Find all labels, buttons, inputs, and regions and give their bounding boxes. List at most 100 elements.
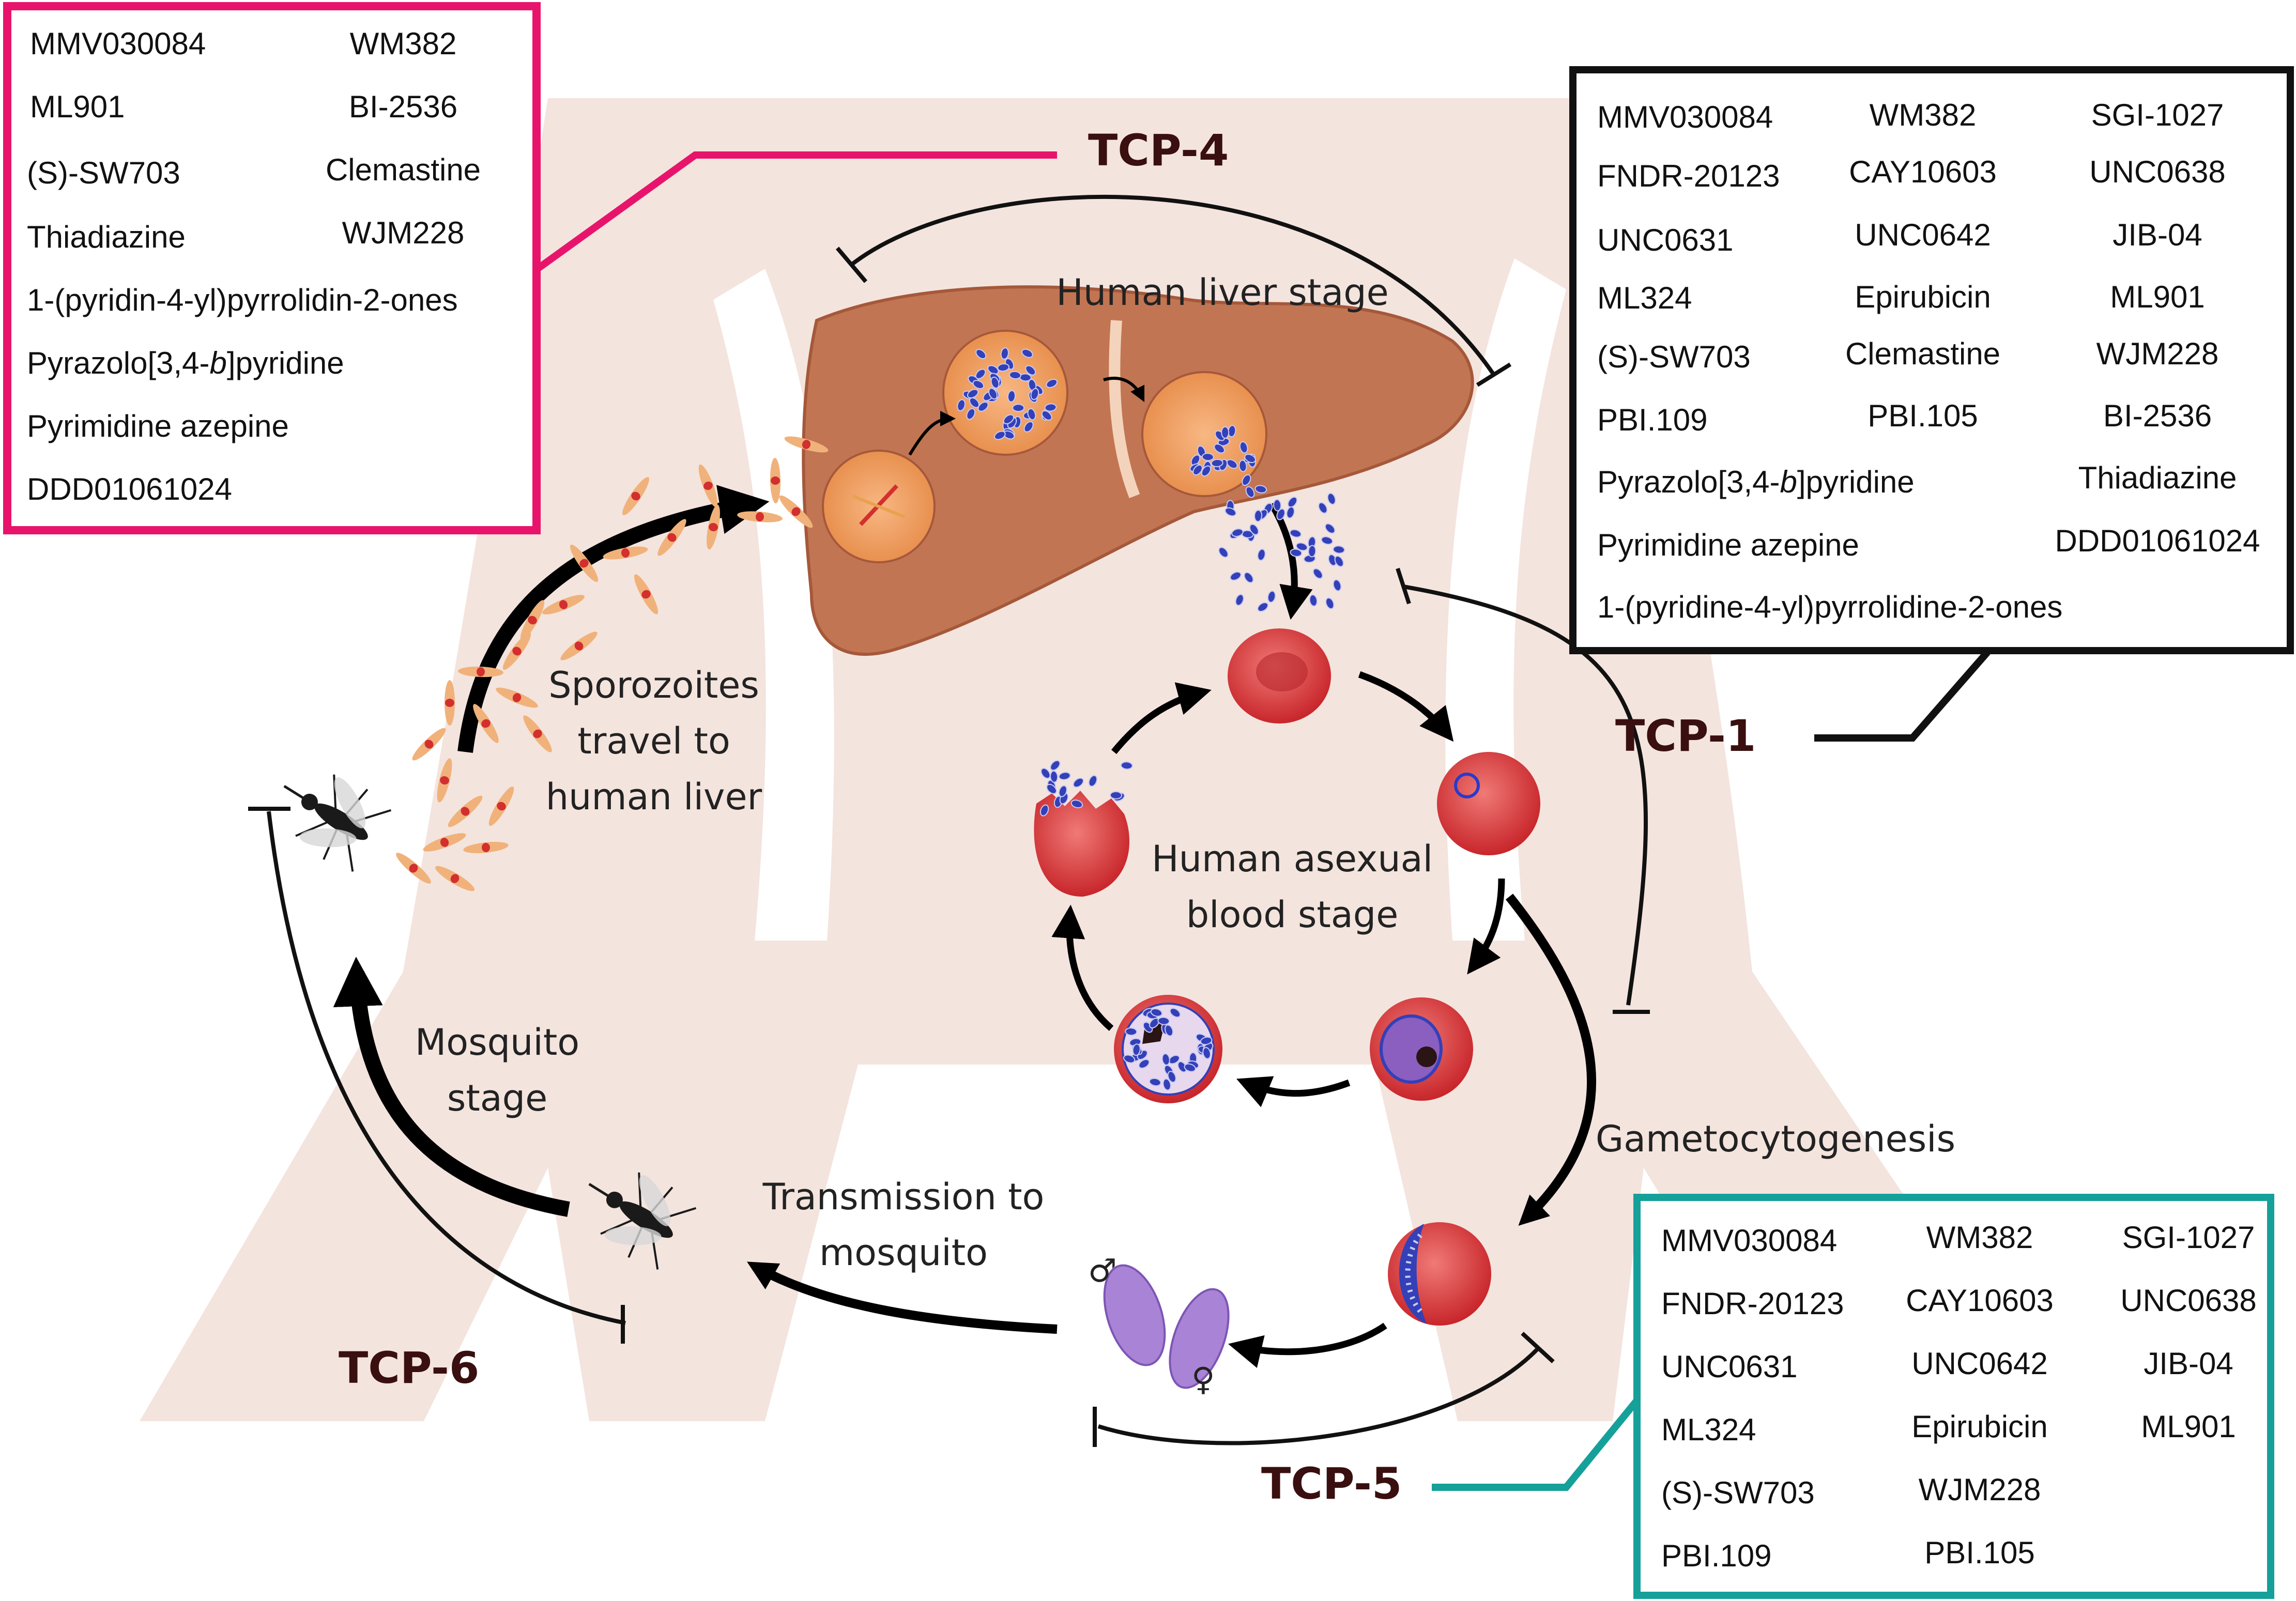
compound-name: Thiadiazine bbox=[2078, 460, 2237, 495]
merozoite bbox=[1318, 502, 1328, 514]
merozoite bbox=[1254, 510, 1263, 522]
compound-name: BI-2536 bbox=[348, 89, 458, 124]
merozoite-cluster bbox=[957, 347, 1345, 612]
sporozoite-nucleus bbox=[481, 719, 491, 728]
merozoite bbox=[1249, 524, 1259, 535]
merozoite bbox=[1257, 548, 1266, 561]
merozoite bbox=[1289, 529, 1302, 538]
compound-name: WM382 bbox=[349, 26, 457, 61]
compound-name: WJM228 bbox=[2096, 336, 2219, 371]
merozoite bbox=[1312, 568, 1323, 579]
compound-name: WM382 bbox=[1869, 98, 1977, 132]
sporozoite-nucleus bbox=[512, 693, 522, 702]
merozoite bbox=[1125, 1027, 1138, 1036]
mosquito-stage-arrow bbox=[333, 957, 570, 1217]
tcp5-label: TCP-5 bbox=[1261, 1458, 1402, 1509]
merozoite bbox=[1218, 547, 1229, 558]
sporozoite-travel-arrow bbox=[457, 485, 770, 753]
compound-name: Pyrazolo[3,4-b]pyridine bbox=[27, 345, 344, 381]
tcp4-compound-box: MMV030084 WM382 ML901 BI-2536 (S)-SW703 … bbox=[3, 2, 541, 534]
merozoite bbox=[1214, 443, 1225, 454]
sporozoite-nucleus bbox=[409, 864, 418, 873]
tcp1-label: TCP-1 bbox=[1615, 711, 1756, 761]
compound-name: Clemastine bbox=[1845, 336, 2001, 371]
compound-name: UNC0642 bbox=[1911, 1346, 2048, 1381]
merozoite bbox=[1239, 441, 1248, 454]
sporozoite-nucleus bbox=[771, 476, 780, 485]
merozoite bbox=[987, 365, 999, 375]
merozoite bbox=[1058, 772, 1071, 780]
merozoite bbox=[975, 349, 987, 360]
merozoite bbox=[1211, 458, 1223, 468]
sporozoite-nucleus bbox=[528, 615, 537, 625]
label-line: Gametocytogenesis bbox=[1595, 1118, 1956, 1160]
merozoite bbox=[1110, 791, 1122, 799]
sporozoite-nucleus bbox=[579, 559, 589, 568]
merozoite bbox=[1123, 1054, 1136, 1064]
transmission-arrow bbox=[746, 1261, 1058, 1334]
merozoite bbox=[1238, 459, 1247, 472]
merozoite bbox=[1058, 785, 1067, 797]
tcp6-inhibition-arc bbox=[248, 807, 626, 1344]
merozoite bbox=[1231, 528, 1244, 537]
compound-name: PBI.109 bbox=[1597, 403, 1708, 437]
merozoite bbox=[969, 397, 980, 408]
released-merozoites bbox=[1039, 760, 1133, 817]
schizont-merozoites bbox=[1123, 1008, 1214, 1091]
label-line: Human liver stage bbox=[1056, 271, 1389, 314]
merozoite bbox=[1273, 499, 1282, 512]
sporozoite-nucleus bbox=[440, 776, 449, 785]
merozoite bbox=[1007, 390, 1016, 403]
compound-name: PBI.105 bbox=[1868, 398, 1978, 433]
compound-name: MMV030084 bbox=[1597, 100, 1773, 134]
merozoite bbox=[1295, 542, 1308, 551]
merozoite bbox=[990, 376, 1000, 389]
sporozoite-nucleus bbox=[476, 667, 485, 676]
compound-name: SGI-1027 bbox=[2091, 98, 2224, 132]
merozoite bbox=[1333, 545, 1345, 554]
merozoite bbox=[1073, 777, 1084, 788]
compound-name: MMV030084 bbox=[30, 26, 206, 61]
sporozoite-nucleus bbox=[440, 838, 449, 847]
sporozoite-nucleus bbox=[512, 646, 522, 656]
rbc-ring-stage bbox=[1437, 752, 1540, 855]
sporozoite-nucleus bbox=[641, 590, 651, 599]
rbc-trophozoite bbox=[1370, 997, 1473, 1101]
merozoite bbox=[1230, 571, 1242, 581]
compound-name: Clemastine bbox=[325, 152, 481, 187]
merozoite bbox=[1046, 378, 1058, 388]
compound-name: WJM228 bbox=[1918, 1472, 2041, 1507]
name-part: ]pyridine bbox=[226, 346, 344, 380]
tcp1-inhibition-arc bbox=[1396, 567, 1650, 1014]
sporozoite-nucleus bbox=[450, 874, 460, 883]
label-line: stage bbox=[447, 1077, 548, 1119]
label-line: Transmission to bbox=[762, 1176, 1045, 1218]
name-part-italic: b bbox=[1780, 465, 1797, 499]
compound-name: Epirubicin bbox=[1855, 280, 1991, 314]
compound-name: (S)-SW703 bbox=[1597, 340, 1751, 374]
merozoite bbox=[1221, 426, 1230, 439]
asexual-cycle-arrows bbox=[1051, 671, 1505, 1368]
sporozoite-nucleus bbox=[424, 740, 434, 749]
merozoite bbox=[1324, 523, 1336, 534]
label-line: Human asexual bbox=[1151, 838, 1433, 880]
merozoite bbox=[1308, 545, 1317, 558]
label-line: blood stage bbox=[1186, 894, 1399, 936]
merozoite bbox=[1242, 474, 1251, 486]
merozoite bbox=[1286, 506, 1295, 519]
compound-name: ML324 bbox=[1661, 1412, 1756, 1447]
compound-name: Pyrimidine azepine bbox=[1597, 528, 1859, 562]
sporozoite-group bbox=[396, 436, 829, 891]
compound-name: UNC0638 bbox=[2089, 155, 2226, 189]
merozoite bbox=[1149, 1077, 1161, 1087]
merozoite bbox=[1120, 761, 1133, 770]
compound-name: UNC0631 bbox=[1661, 1349, 1798, 1384]
sporozoite-nucleus bbox=[802, 440, 811, 449]
compound-name: CAY10603 bbox=[1849, 155, 1997, 189]
merozoite bbox=[1012, 404, 1025, 412]
mosquito-icon bbox=[588, 1172, 697, 1270]
label-line: human liver bbox=[545, 776, 762, 818]
compound-name: UNC0642 bbox=[1855, 218, 1991, 252]
merozoite bbox=[1050, 770, 1059, 783]
